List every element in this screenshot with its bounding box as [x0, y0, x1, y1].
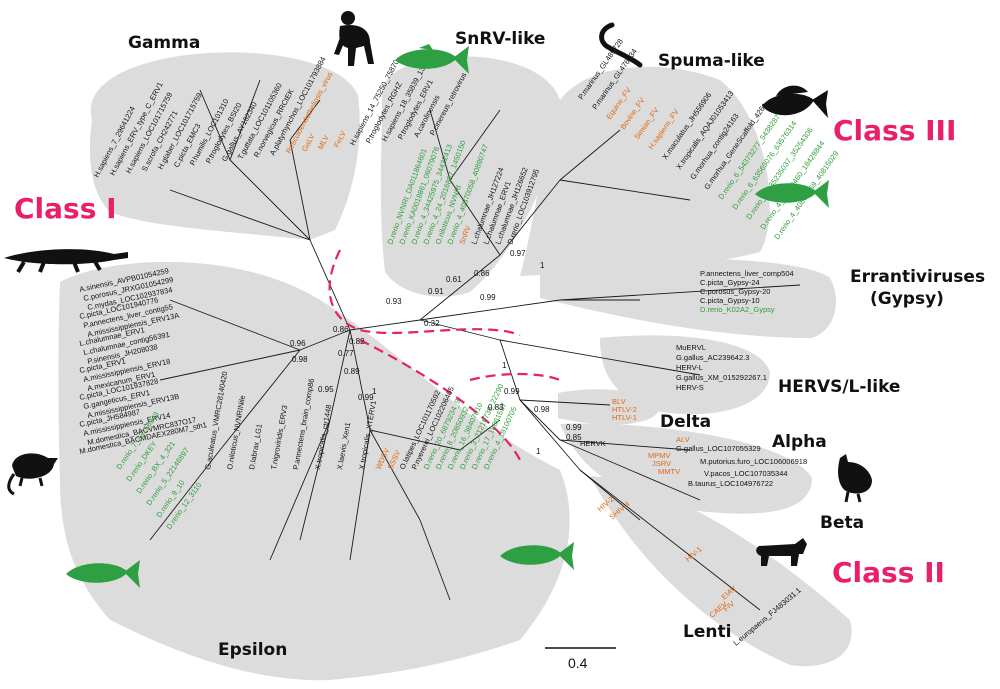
hervs-region: [600, 335, 770, 415]
class-label-1: Class I: [14, 192, 117, 225]
clade-label-beta: Beta: [820, 513, 864, 533]
support-value: 0.32: [424, 319, 440, 328]
lenti-region: [590, 476, 852, 667]
tip-label: G.gallus_AC239642.3: [676, 353, 749, 362]
clade-label-errantiviruses: Errantiviruses: [850, 267, 985, 287]
support-value: 0.85: [566, 433, 582, 442]
snrv-region: [380, 56, 561, 297]
support-value: 0.96: [290, 339, 306, 348]
support-value: 0.93: [386, 297, 402, 306]
support-value: 0.95: [318, 385, 334, 394]
tip-label: JSRV: [652, 459, 671, 468]
tip-label: V.pacos_LOC107035344: [704, 469, 788, 478]
tip-label: P.annectens_liver_comp504: [700, 269, 794, 278]
tip-label: MuERVL: [676, 343, 706, 352]
tip-label: HERVK: [580, 439, 606, 448]
tip-label: D.rerio_K02A2_Gypsy: [700, 305, 775, 314]
class-label-3: Class III: [833, 114, 956, 147]
tip-label: HTLV-1: [612, 413, 637, 422]
tree-branches: [149, 79, 801, 611]
alpha-beta-region: [560, 423, 812, 514]
support-value: 1: [372, 387, 377, 396]
support-value: 0.98: [534, 405, 550, 414]
clade-label-gamma: Gamma: [128, 33, 200, 53]
class-dividers: [328, 249, 561, 461]
support-value: 0.83: [488, 403, 504, 412]
tip-label: HERV-L: [676, 363, 703, 372]
cow-icon: [756, 538, 807, 566]
tip-label: C.picta_Gypsy-24: [700, 278, 760, 287]
class-labels: Class I Class II Class III: [14, 114, 956, 589]
divider-class3-class2: [469, 372, 561, 382]
support-value: 0.89: [344, 367, 360, 376]
tip-label: MMTV: [658, 467, 680, 476]
support-value: 0.77: [338, 349, 354, 358]
tip-label: HTLV-2: [612, 405, 637, 414]
tip-label: MPMV: [648, 451, 671, 460]
gamma-region: [89, 52, 360, 240]
tip-label: M.putorius.furo_LOC106006918: [700, 457, 807, 466]
clade-label-spuma-like: Spuma-like: [658, 51, 765, 71]
fish-icon-bottom-left: [66, 560, 140, 588]
tip-label: B.taurus_LOC104976722: [688, 479, 773, 488]
support-value: 0.99: [358, 393, 374, 402]
support-value: 0.61: [446, 275, 462, 284]
tip-label: ALV: [676, 435, 690, 444]
scale-bar-label: 0.4: [568, 655, 588, 671]
support-value: 0.98: [292, 355, 308, 364]
errantiviruses-region: [540, 257, 836, 338]
support-value: 1: [536, 447, 541, 456]
tip-label: C.picta_Gypsy-10: [700, 296, 760, 305]
support-value: 0.99: [504, 387, 520, 396]
support-value: 0.91: [428, 287, 444, 296]
support-value: 0.97: [510, 249, 526, 258]
support-value: 0.99: [566, 423, 582, 432]
support-values: 0.930.910.610.860.9710.320.990.860.820.9…: [290, 249, 582, 456]
lamprey-icon: [599, 22, 643, 68]
support-value: 0.86: [474, 269, 490, 278]
clade-label-epsilon: Epsilon: [218, 640, 287, 660]
fish-icon-bottom-middle: [500, 542, 574, 570]
tip-label: HERV-S: [676, 383, 704, 392]
animal-silhouettes: [4, 11, 872, 588]
support-value: 0.99: [480, 293, 496, 302]
fish-icon-right: [755, 180, 829, 208]
clade-label-snrv-like: SnRV-like: [455, 29, 545, 49]
clade-label-gypsy: (Gypsy): [870, 289, 944, 309]
clade-label-delta: Delta: [660, 412, 711, 432]
black-fish-icon: [762, 85, 828, 118]
chimpanzee-icon: [334, 11, 374, 67]
alligator-icon: [4, 249, 128, 274]
divider-class2: [359, 339, 521, 461]
tip-label: G.gallus_XM_015292267.1: [676, 373, 767, 382]
chicken-icon: [838, 454, 872, 503]
support-value: 0.86: [333, 325, 349, 334]
epsilon-region: [58, 261, 570, 681]
fish-icon-top: [395, 44, 469, 74]
class-label-2: Class II: [832, 556, 945, 589]
tip-label: BLV: [612, 397, 626, 406]
support-value: 1: [540, 261, 545, 270]
clade-labels: Gamma SnRV-like Spuma-like Errantiviruse…: [128, 29, 985, 660]
divider-class1-class3: [328, 249, 521, 337]
delta-region: [558, 389, 660, 425]
clade-regions: [58, 52, 852, 681]
tip-label: G.gallus_LOC107055329: [676, 444, 761, 453]
support-value: 0.82: [349, 337, 365, 346]
clade-label-hervs-l-like: HERVS/L-like: [778, 377, 900, 397]
clade-label-lenti: Lenti: [683, 622, 731, 642]
tip-label: C.porosus_Gypsy-20: [700, 287, 770, 296]
opossum-icon: [7, 453, 58, 496]
scale-bar: 0.4: [545, 647, 616, 671]
clade-label-alpha: Alpha: [772, 432, 827, 452]
spuma-region: [520, 66, 770, 276]
support-value: 1: [502, 361, 507, 370]
